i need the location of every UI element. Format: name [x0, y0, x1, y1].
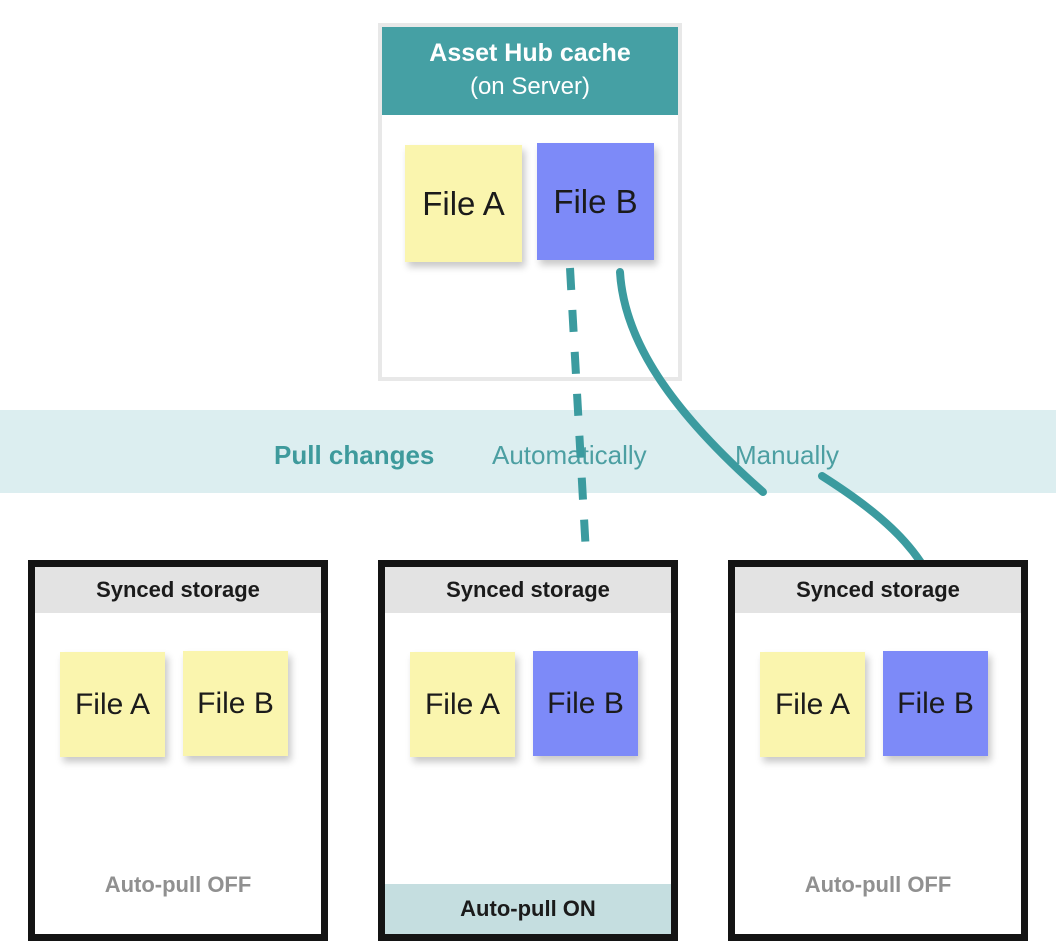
store-right-note-file-a: File A [760, 652, 865, 757]
asset-hub-cache-subtitle: (on Server) [469, 73, 591, 100]
asset-hub-cache-header: Asset Hub cache (on Server) [382, 27, 678, 115]
store-left-note-file-b: File B [183, 651, 288, 756]
synced-storage-box-middle: Synced storage File A File B Auto-pull O… [378, 560, 678, 941]
synced-storage-box-left: Synced storage File A File B Auto-pull O… [28, 560, 328, 941]
synced-storage-header: Synced storage [385, 567, 671, 613]
cache-note-file-b: File B [537, 143, 654, 260]
synced-storage-header: Synced storage [735, 567, 1021, 613]
cache-note-file-a: File A [405, 145, 522, 262]
automatically-label: Automatically [492, 440, 647, 470]
store-left-note-file-a: File A [60, 652, 165, 757]
asset-hub-cache-box: Asset Hub cache (on Server) File A File … [378, 23, 682, 381]
manually-label: Manually [735, 440, 840, 470]
synced-storage-box-right: Synced storage File A File B Auto-pull O… [728, 560, 1028, 941]
synced-storage-header: Synced storage [35, 567, 321, 613]
asset-hub-cache-title: Asset Hub cache [429, 39, 631, 67]
store-middle-note-file-a: File A [410, 652, 515, 757]
store-left-auto-pull-status: Auto-pull OFF [104, 872, 252, 897]
store-middle-auto-pull-status: Auto-pull ON [385, 884, 671, 934]
store-right-note-file-b: File B [883, 651, 988, 756]
pull-changes-label: Pull changes [274, 440, 435, 470]
store-middle-note-file-b: File B [533, 651, 638, 756]
store-right-auto-pull-status: Auto-pull OFF [804, 872, 952, 897]
